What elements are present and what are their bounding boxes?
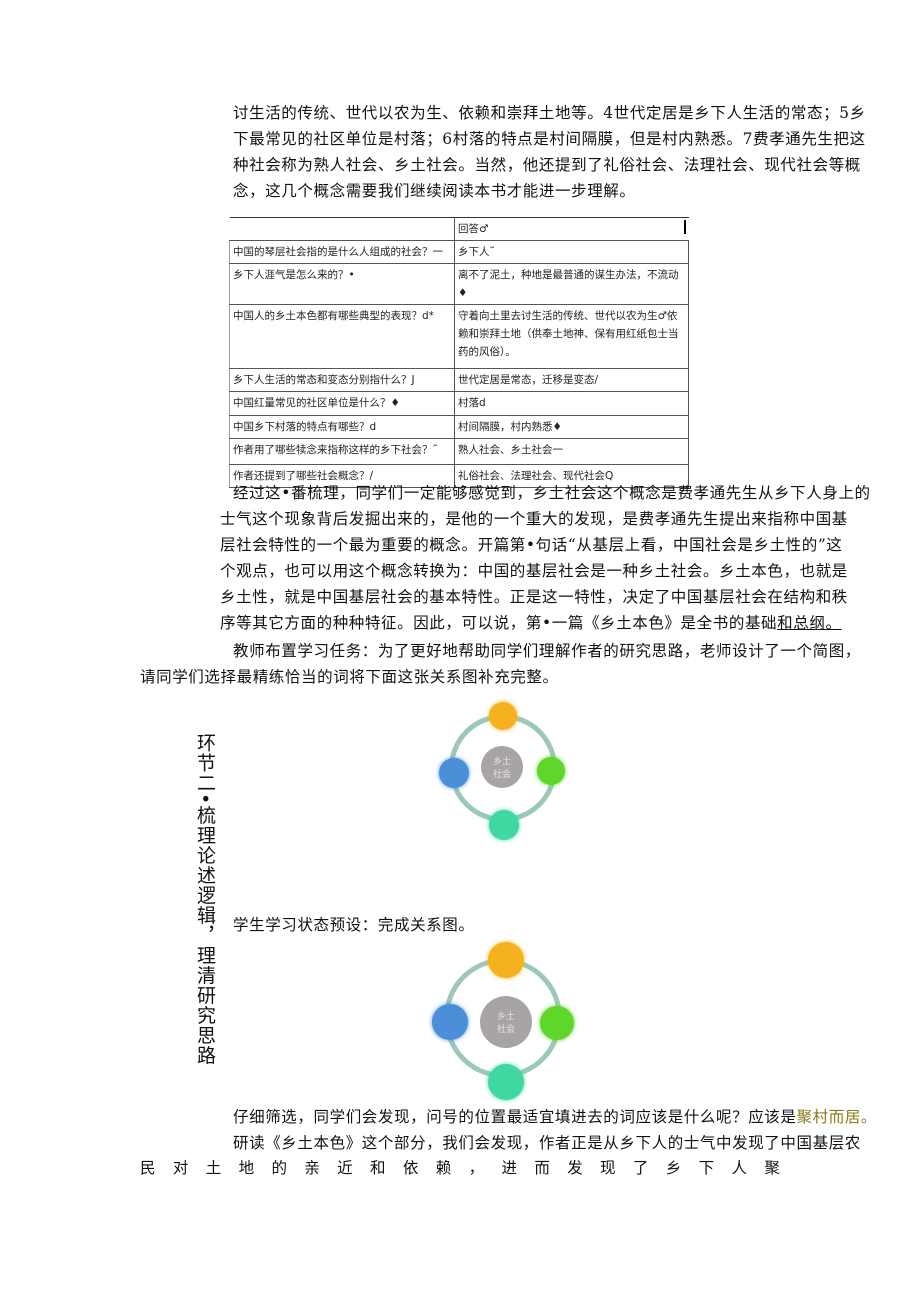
summary-tail: 和总纲。: [777, 614, 842, 632]
answer-cell: 村间隔膜，村内熟悉♦: [454, 415, 689, 439]
question-cell: 乡下人生活的常态和变态分别指什么？J: [229, 368, 455, 392]
char: 依: [402, 1159, 419, 1177]
diagram-center: 乡土社会: [481, 746, 523, 788]
text-line: 个观点，也可以用这个概念转换为：中国的基层社会是一种乡土社会。乡土本色，也就是: [220, 562, 848, 580]
qa-table: 回答♂中国的琴层社会指的是什么人组成的社会？一乡下人˜乡下人涯气是怎么来的？•离…: [229, 217, 689, 488]
table-row: 作者还提到了哪些社会概念？/礼俗社会、法理社会、现代社会Q: [229, 464, 689, 488]
table-row: 中国的琴层社会指的是什么人组成的社会？一乡下人˜: [229, 240, 689, 264]
char: 发: [567, 1159, 583, 1177]
question-cell: 乡下人涯气是怎么来的？•: [229, 263, 455, 305]
char: 乡: [665, 1159, 682, 1177]
text-line: 层社会特性的一个最为重要的概念。开篇第•句话“从基层上看，中国社会是乡土性的”这: [220, 536, 843, 554]
diagram-node-left: [432, 1004, 468, 1040]
text-line: 经过这•番梳理，同学们一定能够感觉到，乡土社会这个概念是费孝通先生从乡下人身上的: [233, 484, 871, 502]
table-row: 中国人的乡土本色都有哪些典型的表现？d*守着向土里去讨生活的传统、世代以农为生♂…: [229, 304, 689, 369]
char: 和: [370, 1159, 386, 1177]
task-line: 教师布置学习任务：为了更好地帮助同学们理解作者的研究思路，老师设计了一个简图，: [233, 642, 861, 660]
char: 而: [534, 1159, 550, 1177]
answer-highlight: 聚村而居。: [796, 1108, 878, 1126]
answer-cell: 世代定居是常态，迁移是变态/: [454, 368, 689, 392]
answer-cell: 乡下人˜: [454, 240, 689, 264]
char: 赖: [435, 1159, 452, 1177]
question-cell: 中国人的乡土本色都有哪些典型的表现？d*: [229, 304, 455, 369]
question-cell: 作者还提到了哪些社会概念？/: [229, 464, 455, 488]
reading-paragraph: 研读《乡土本色》这个部分，我们会发现，作者正是从乡下人的士气中发现了中国基层农: [233, 1134, 861, 1152]
question-cell: 中国的琴层社会指的是什么人组成的社会？一: [229, 240, 455, 264]
answer-cell: 礼俗社会、法理社会、现代社会Q: [454, 464, 689, 488]
answer-paragraph: 仔细筛选，同学们会发现，问号的位置最适宜填进去的词应该是什么呢？应该是聚村而居。: [233, 1104, 877, 1130]
task-line: 请同学们选择最精练恰当的词将下面这张关系图补充完整。: [140, 668, 559, 686]
char: 人: [731, 1159, 747, 1177]
header-label: 回答♂: [458, 223, 489, 235]
diagram-node-left: [439, 758, 469, 788]
cursor-bar: [683, 220, 686, 234]
table-row: 作者用了哪些犊念来指称这样的乡下社会？˜熟人社会、乡土社会一: [229, 438, 689, 465]
diagram-node-bottom: [488, 1064, 524, 1100]
diagram-node-top: [488, 942, 524, 978]
table-header-row: 回答♂: [229, 217, 689, 241]
text-line: 序等其它方面的种种特征。因此，可以说，第•一篇《乡土本色》是全书的基础和总纲。: [220, 610, 871, 636]
text-line: 下最常见的社区单位是村落；6村落的特点是村间隔膜，但是村内熟悉。7费孝通先生把这: [233, 130, 866, 148]
char: 对: [172, 1159, 189, 1177]
char: 的: [271, 1159, 287, 1177]
summary-paragraph: 经过这•番梳理，同学们一定能够感觉到，乡土社会这个概念是费孝通先生从乡下人身上的…: [220, 480, 871, 636]
relation-diagram-complete: 乡土社会: [430, 940, 575, 1102]
char: 地: [238, 1159, 255, 1177]
question-cell: 作者用了哪些犊念来指称这样的乡下社会？˜: [229, 438, 455, 465]
relation-diagram-blank: 乡土社会: [437, 700, 565, 840]
answer-cell: 离不了泥土，种地是最普通的谋生办法，不流动♦: [454, 263, 689, 305]
char: 现: [600, 1159, 616, 1177]
section-title: 环节二•梳理论述逻辑，理清研究思路: [194, 733, 216, 1066]
char: 聚: [764, 1159, 780, 1177]
diagram-center: 乡土社会: [480, 996, 532, 1048]
char: 下: [698, 1159, 715, 1177]
char: 民: [140, 1159, 156, 1177]
char: 亲: [304, 1159, 320, 1177]
justified-line: 民对土地的亲近和依赖 ， 进而发现了乡下人聚: [140, 1156, 780, 1178]
answer-cell: 守着向土里去讨生活的传统、世代以农为生♂依赖和崇拜土地（供奉土地神、保有用红纸包…: [454, 304, 689, 369]
answer-cell: 熟人社会、乡土社会一: [454, 438, 689, 465]
diagram-node-bottom: [489, 810, 519, 840]
header-cell: [229, 217, 455, 241]
text-span: 仔细筛选，同学们会发现，问号的位置最适宜填进去的词应该是什么呢？应该是: [233, 1108, 797, 1126]
char: 进: [501, 1159, 517, 1177]
text-line: 士气这个现象背后发掘出来的，是他的一个重大的发现，是费孝通先生提出来指称中国基: [220, 510, 848, 528]
text-line: 种社会称为熟人社会、乡土社会。当然，他还提到了礼俗社会、法理社会、现代社会等概: [233, 156, 861, 174]
text-span: 序等其它方面的种种特征。因此，可以说，第•一篇《乡土本色》是全书的基础: [220, 614, 778, 632]
diagram-node-right: [537, 757, 565, 785]
answer-cell: 村落d: [454, 391, 689, 416]
question-cell: 中国红量常见的社区单位是什么？♦: [229, 391, 455, 416]
table-row: 中国红量常见的社区单位是什么？♦村落d: [229, 391, 689, 416]
text-line: 念，这几个概念需要我们继续阅读本书才能进一步理解。: [233, 182, 636, 200]
char: 土: [205, 1159, 222, 1177]
header-cell: 回答♂: [454, 217, 689, 241]
char: 了: [632, 1159, 649, 1177]
char: ，: [468, 1159, 485, 1177]
char: 近: [337, 1159, 353, 1177]
diagram-node-top: [489, 702, 517, 730]
intro-paragraph: 讨生活的传统、世代以农为生、依赖和崇拜土地等。4世代定居是乡下人生活的常态；5乡…: [233, 100, 866, 204]
diagram-node-right: [540, 1006, 574, 1040]
preset-text: 学生学习状态预设：完成关系图。: [233, 916, 475, 934]
text-line: 讨生活的传统、世代以农为生、依赖和崇拜土地等。4世代定居是乡下人生活的常态；5乡: [233, 104, 866, 122]
question-cell: 中国乡下村落的特点有哪些？d: [229, 415, 455, 439]
table-row: 乡下人涯气是怎么来的？•离不了泥土，种地是最普通的谋生办法，不流动♦: [229, 263, 689, 305]
text-line: 乡土性，就是中国基层社会的基本特性。正是这一特性，决定了中国基层社会在结构和秩: [220, 588, 848, 606]
